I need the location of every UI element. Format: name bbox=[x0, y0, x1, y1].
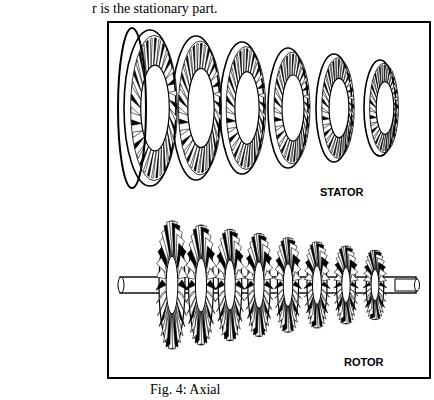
rotor-disc bbox=[363, 250, 387, 319]
part-label: STATOR bbox=[318, 186, 365, 198]
stator-drawing bbox=[118, 28, 398, 188]
figure-caption: Fig. 4: Axial bbox=[150, 382, 220, 397]
rotor-disc bbox=[215, 229, 245, 340]
rotor-disc bbox=[274, 238, 301, 332]
rotor-drawing bbox=[118, 221, 420, 349]
stator-ring bbox=[124, 30, 177, 186]
stator-ring bbox=[268, 48, 310, 168]
stator-ring bbox=[172, 36, 222, 180]
rotor-disc bbox=[245, 234, 273, 337]
stator-ring bbox=[220, 42, 266, 174]
part-label: ROTOR bbox=[342, 356, 386, 368]
rotor-disc bbox=[334, 246, 359, 324]
body-text: r is the stationary part. bbox=[92, 1, 218, 16]
figure-frame bbox=[108, 22, 430, 378]
rotor-disc bbox=[156, 221, 188, 349]
stator-ring bbox=[364, 60, 398, 156]
stator-ring bbox=[316, 54, 354, 162]
rotor-disc bbox=[304, 242, 330, 328]
casing-ring bbox=[118, 28, 146, 188]
rotor-disc bbox=[186, 225, 217, 345]
